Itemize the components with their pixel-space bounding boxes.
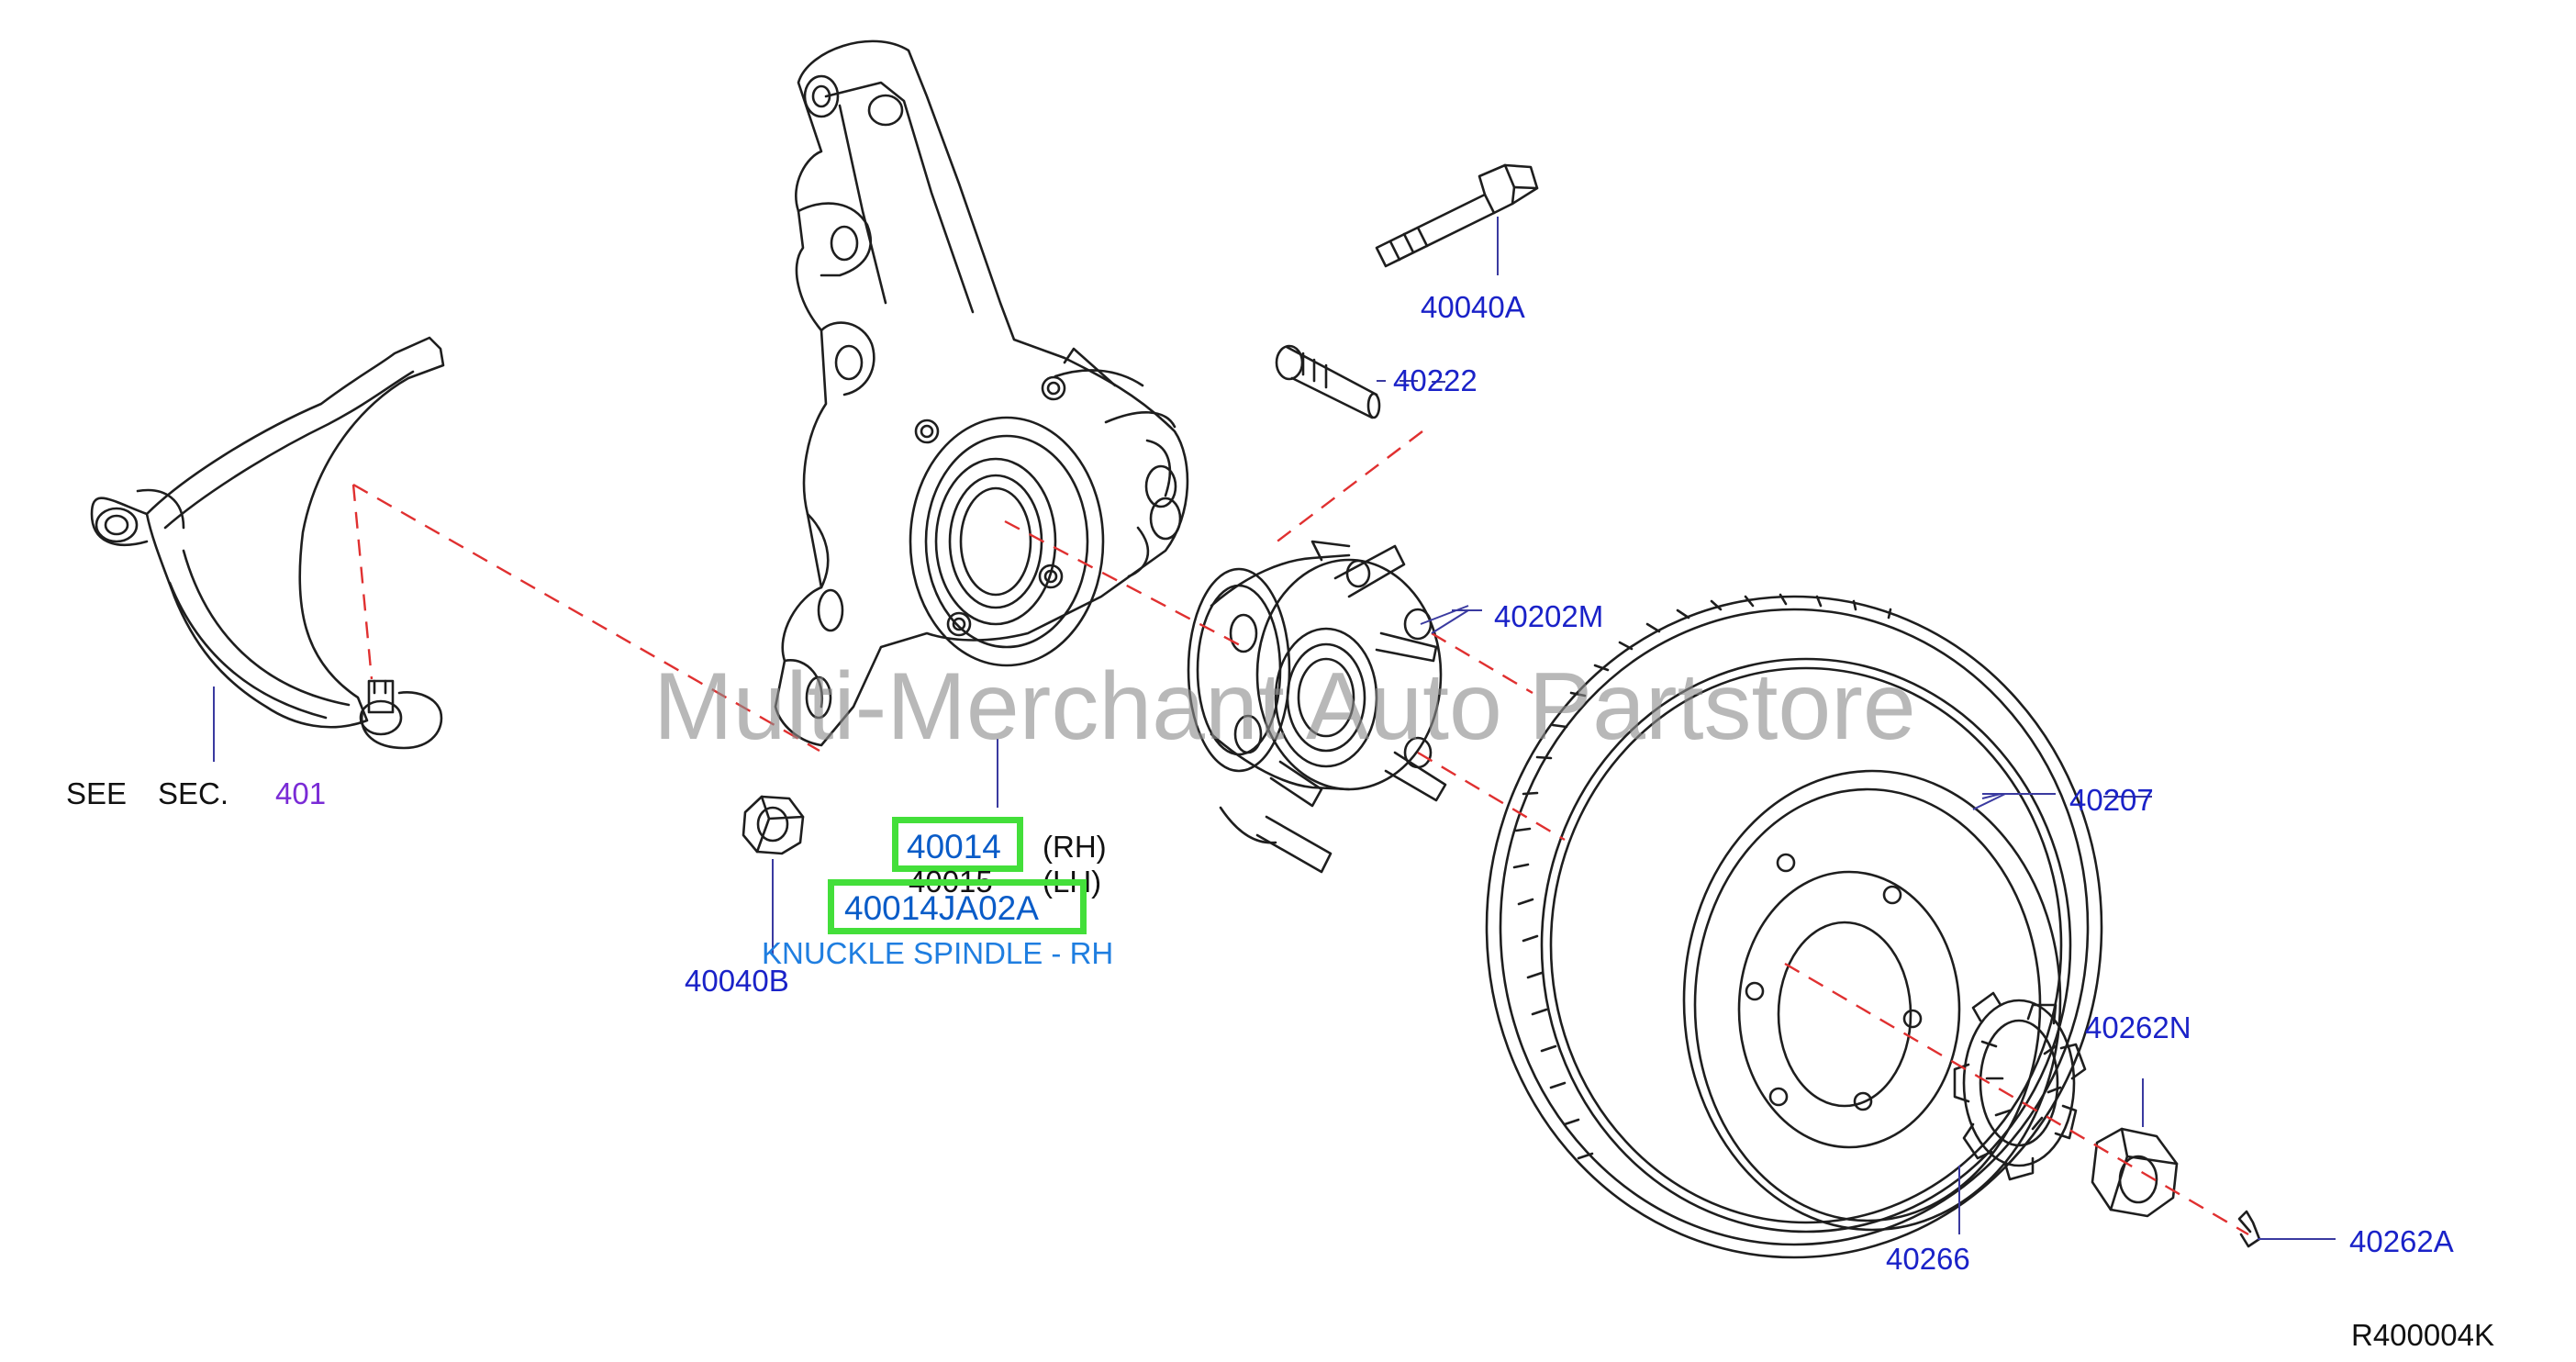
cotter-pin-40262a <box>2237 1210 2261 1248</box>
sec-label: SEC. <box>158 776 229 810</box>
watermark: Multi-Merchant Auto Partstore <box>653 653 1916 760</box>
part-label-40262n[interactable]: 40262N <box>2085 1010 2191 1044</box>
part-label-40040b[interactable]: 40040B <box>685 964 789 998</box>
part-description: KNUCKLE SPINDLE - RH <box>762 936 1114 970</box>
steering-knuckle <box>774 39 1189 747</box>
diagram-code: R400004K <box>2351 1318 2494 1352</box>
side-label-rh: (RH) <box>1043 830 1107 864</box>
part-label-40207[interactable]: 40207 <box>2069 783 2154 817</box>
part-label-40040a[interactable]: 40040A <box>1421 290 1525 324</box>
see-label: SEE <box>66 776 128 810</box>
section-ref-401[interactable]: 401 <box>275 776 327 810</box>
hub-bearing-40202m <box>1187 540 1447 874</box>
bolt-40040a <box>1375 163 1539 268</box>
part-label-40014[interactable]: 40014 <box>907 828 1001 865</box>
nut-40040b <box>742 795 805 855</box>
highlight-box-part-number <box>828 879 1087 934</box>
part-label-40222[interactable]: 40222 <box>1393 363 1478 397</box>
part-label-40202m[interactable]: 40202M <box>1494 599 1604 633</box>
hub-nut-40262n <box>2091 1127 2179 1218</box>
highlight-part-number[interactable]: 40014JA02A <box>844 889 1039 927</box>
brake-rotor-40207 <box>1485 593 2103 1259</box>
assembly-axis-lines <box>351 430 2249 1236</box>
part-label-40266[interactable]: 40266 <box>1886 1242 1970 1276</box>
wheel-stud-40222 <box>1275 344 1381 419</box>
sensor-ring-40266 <box>1953 991 2087 1181</box>
highlight-box-40014 <box>892 817 1023 872</box>
lower-control-arm <box>90 336 445 750</box>
part-label-40262a[interactable]: 40262A <box>2349 1224 2454 1258</box>
